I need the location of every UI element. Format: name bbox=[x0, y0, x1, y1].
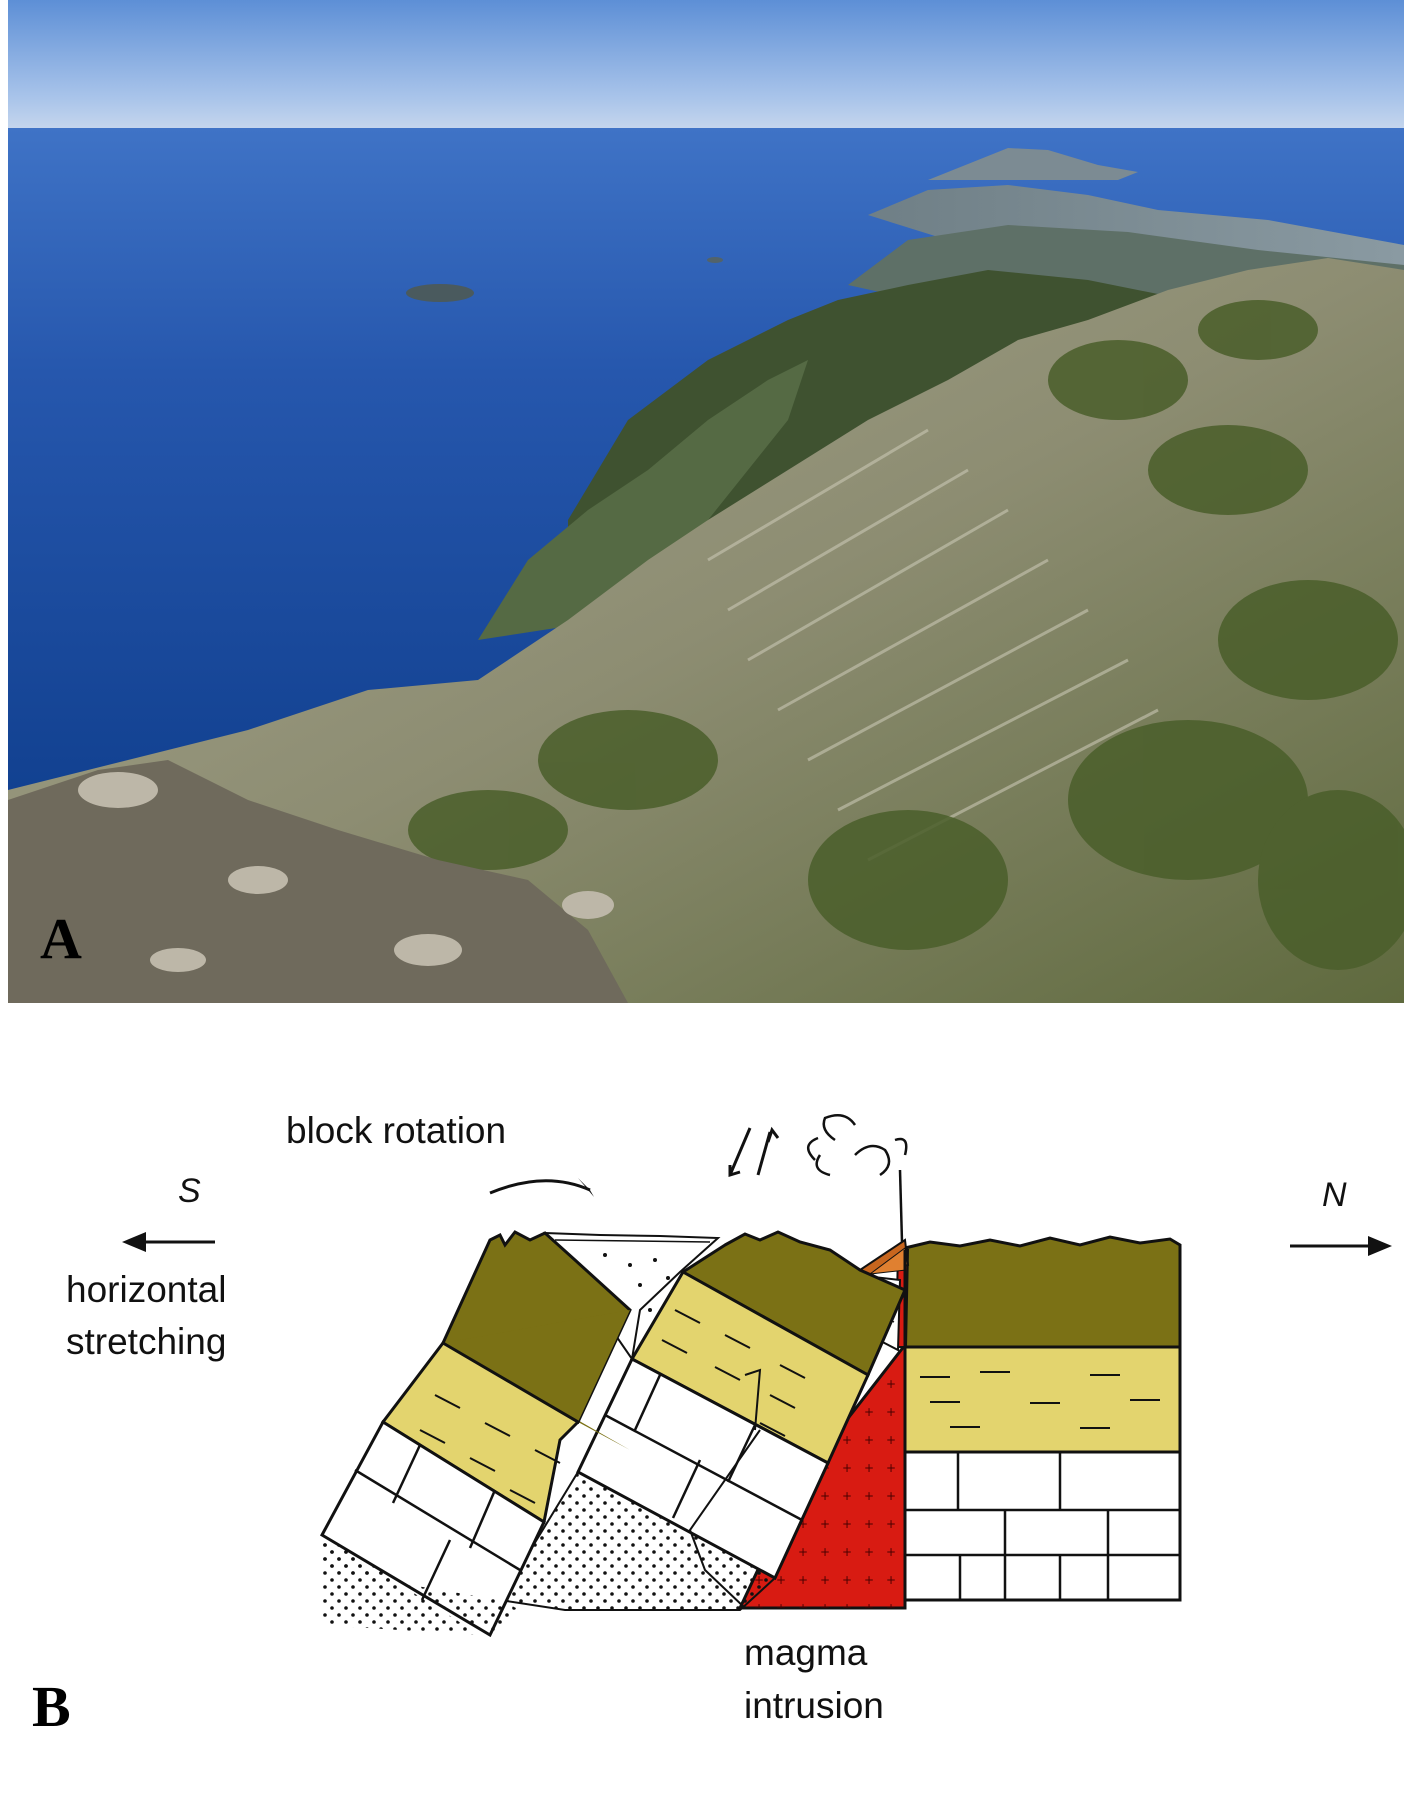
sand-left bbox=[322, 1535, 520, 1635]
ash-cloud bbox=[807, 1113, 908, 1243]
foreground-rocks bbox=[8, 760, 628, 1003]
limestone-ridge bbox=[8, 258, 1404, 1003]
sediment-wedge-left bbox=[543, 1231, 721, 1362]
minor-dyke bbox=[744, 1368, 762, 1431]
rock-strata bbox=[707, 428, 1159, 862]
block-rotation-label: block rotation bbox=[286, 1110, 506, 1151]
yellow-dashes-middle bbox=[661, 1309, 806, 1437]
left-block bbox=[319, 1230, 721, 1638]
yellow-dashes-left bbox=[419, 1394, 561, 1504]
sediment-lines-left bbox=[554, 1239, 711, 1243]
olive-layer-right bbox=[903, 1235, 1182, 1349]
north-arrowhead bbox=[1368, 1236, 1392, 1256]
horizontal-stretching-label-2: stretching bbox=[66, 1321, 226, 1362]
vegetation bbox=[408, 300, 1404, 970]
north-label: N bbox=[1322, 1176, 1347, 1214]
islet bbox=[707, 257, 723, 263]
sky bbox=[8, 0, 1404, 140]
magma-intrusion-label-1: magma bbox=[744, 1632, 868, 1673]
block-rotation-arrow bbox=[489, 1179, 591, 1195]
fault-motion-symbol bbox=[728, 1126, 780, 1178]
photo-drawing bbox=[8, 0, 1404, 1003]
island bbox=[406, 284, 474, 302]
right-block bbox=[903, 1235, 1182, 1602]
limestone-bricks-middle bbox=[604, 1374, 803, 1522]
fault-branch bbox=[688, 1429, 761, 1609]
south-arrowhead bbox=[122, 1232, 146, 1252]
panel-a-letter: A bbox=[40, 906, 82, 971]
middle-block bbox=[498, 1230, 907, 1611]
horizontal-stretching-label-1: horizontal bbox=[66, 1269, 226, 1310]
cross-section-diagram: + bbox=[0, 1010, 1410, 1800]
panel-b-letter: B bbox=[32, 1674, 71, 1739]
south-label: S bbox=[178, 1172, 201, 1210]
far-headland bbox=[928, 148, 1138, 180]
block-rotation-arrowhead bbox=[578, 1178, 594, 1197]
magma-intrusion-label-2: intrusion bbox=[744, 1685, 884, 1726]
limestone-bricks-right bbox=[905, 1452, 1180, 1600]
limestone-right bbox=[903, 1450, 1182, 1602]
coastline-photo bbox=[8, 0, 1404, 1003]
coastal-slope bbox=[478, 360, 808, 640]
yellow-dashes-right bbox=[920, 1371, 1160, 1429]
boulders bbox=[78, 772, 614, 972]
sediment-dots-left bbox=[603, 1253, 670, 1312]
yellow-layer-left bbox=[380, 1341, 581, 1525]
cross-section-svg: + bbox=[66, 1110, 1392, 1726]
